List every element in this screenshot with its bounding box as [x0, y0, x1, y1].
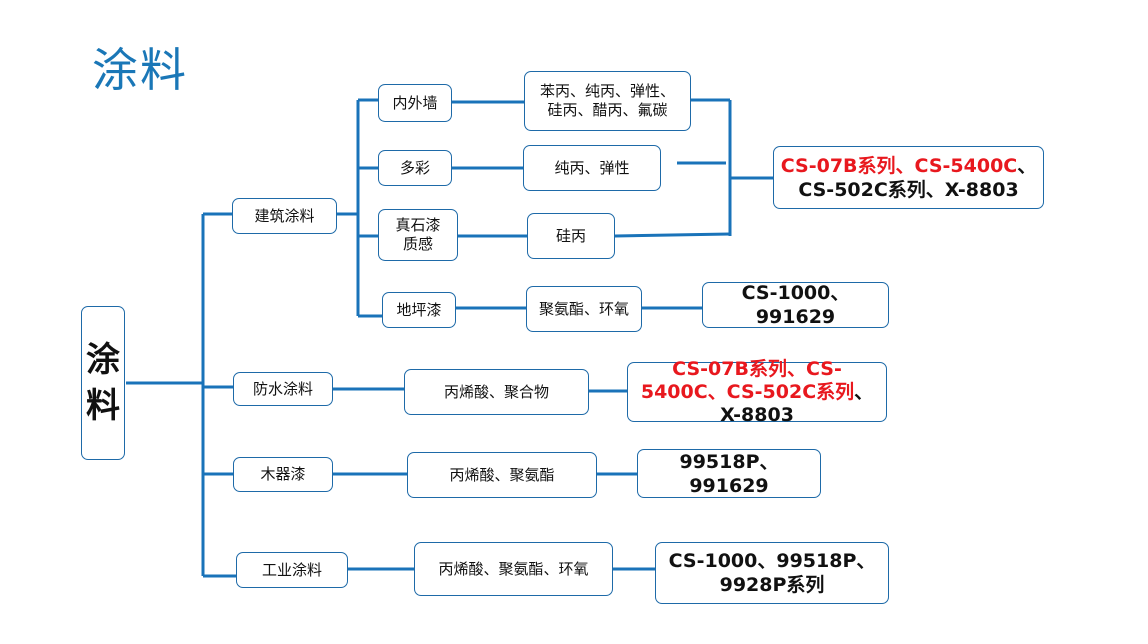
- page-title: 涂料: [92, 43, 188, 97]
- resin-industrial: 丙烯酸、聚氨酯、环氧: [414, 542, 613, 596]
- resin-wood: 丙烯酸、聚氨酯: [407, 452, 597, 498]
- category-waterproof: 防水涂料: [233, 372, 333, 406]
- type-wall: 内外墙: [378, 84, 452, 122]
- category-architectural: 建筑涂料: [232, 198, 337, 234]
- type-stone: 真石漆 质感: [378, 209, 458, 261]
- product-waterproof: CS-07B系列、CS- 5400C、CS-502C系列、 X-8803: [627, 358, 887, 426]
- resin-wall: 苯丙、纯丙、弹性、 硅丙、醋丙、氟碳: [524, 71, 691, 131]
- resin-stone: 硅丙: [527, 213, 615, 259]
- root-node: 涂 料: [81, 306, 125, 460]
- category-industrial: 工业涂料: [236, 552, 348, 588]
- resin-multicolor: 纯丙、弹性: [523, 145, 661, 191]
- category-wood: 木器漆: [233, 457, 333, 492]
- product-floor: CS-1000、 991629: [702, 282, 889, 328]
- resin-floor: 聚氨酯、环氧: [526, 286, 642, 332]
- product-industrial: CS-1000、99518P、 9928P系列: [655, 542, 889, 604]
- product-architectural: CS-07B系列、CS-5400C、 CS-502C系列、X-8803: [773, 146, 1044, 209]
- product-wood: 99518P、 991629: [637, 449, 821, 498]
- type-multicolor: 多彩: [378, 150, 452, 186]
- type-floor: 地坪漆: [382, 292, 456, 328]
- resin-waterproof: 丙烯酸、聚合物: [404, 369, 589, 415]
